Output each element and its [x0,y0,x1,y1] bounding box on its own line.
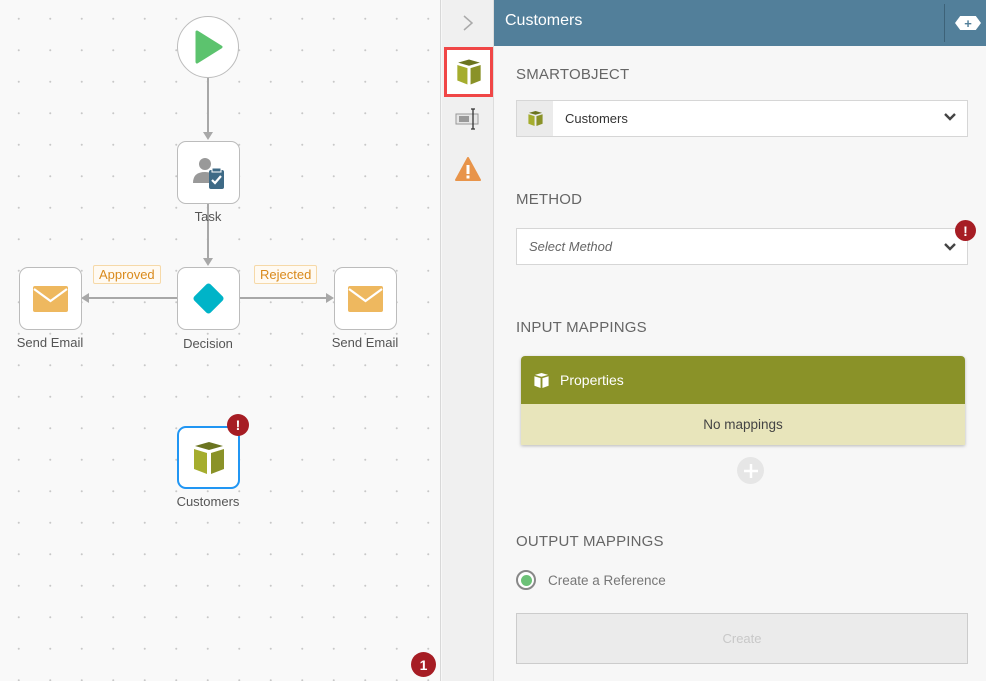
connector [207,78,209,134]
warning-icon [455,157,481,181]
method-label: METHOD [516,191,583,208]
smartobject-icon [534,372,549,388]
diamond-icon [192,282,225,315]
method-dropdown[interactable]: Select Method [516,228,968,265]
decision-label: Decision [183,336,233,351]
start-node[interactable] [177,16,239,78]
plus-icon [743,463,758,478]
smartobject-icon [527,110,543,127]
properties-panel: Customers + SMARTOBJECT Customers METHOD… [494,0,986,681]
decision-node[interactable] [177,267,240,330]
radio-selected[interactable] [516,570,536,590]
no-mappings-text: No mappings [521,404,965,445]
divider [944,4,945,42]
workflow-canvas[interactable]: Task Decision Send Email Send Email Appr… [0,0,441,681]
connector-approved[interactable] [88,297,177,299]
smartobject-icon [193,441,224,474]
smartobject-icon [456,59,481,85]
rejected-tag[interactable]: Rejected [254,265,318,284]
error-count-badge[interactable]: 1 [411,652,436,677]
chevron-right-icon [463,15,474,31]
create-button[interactable]: Create [516,613,968,664]
text-field-icon [455,108,479,130]
create-reference-radio[interactable]: Create a Reference [516,570,666,590]
output-mappings-label: OUTPUT MAPPINGS [516,533,664,550]
send-email-label-right: Send Email [331,335,399,350]
send-email-node-right[interactable] [334,267,397,330]
method-placeholder: Select Method [529,239,613,254]
play-icon [195,30,223,64]
properties-card-header[interactable]: Properties [521,356,965,404]
expand-button[interactable]: + [955,16,981,30]
smartobject-value: Customers [565,111,628,126]
collapse-panel-button[interactable] [445,0,491,46]
arrow-head [326,293,334,303]
customers-label: Customers [176,494,240,509]
connector-rejected[interactable] [240,297,327,299]
create-reference-label: Create a Reference [548,572,666,588]
input-mappings-label: INPUT MAPPINGS [516,319,647,336]
send-email-node-left[interactable] [19,267,82,330]
properties-card-title: Properties [560,372,624,388]
connector [207,204,209,260]
task-label: Task [194,209,222,224]
customers-node[interactable] [177,426,240,489]
send-email-label-left: Send Email [16,335,84,350]
plus-icon: + [964,15,972,31]
add-mapping-button[interactable] [737,457,764,484]
tab-smartobject[interactable] [444,47,493,97]
task-node[interactable] [177,141,240,204]
panel-icon-rail [442,0,494,681]
tab-properties[interactable] [445,96,491,142]
envelope-icon [33,285,68,312]
panel-title: Customers [505,12,583,29]
arrow-head [203,132,213,145]
smartobject-dropdown[interactable]: Customers [516,100,968,137]
node-error-badge[interactable]: ! [227,414,249,436]
smartobject-icon-box [517,101,553,136]
user-task-icon [192,157,224,189]
approved-tag[interactable]: Approved [93,265,161,284]
tab-warnings[interactable] [445,146,491,192]
arrow-head [81,293,89,303]
arrow-head [203,258,213,271]
panel-header: Customers + [494,0,986,46]
smartobject-label: SMARTOBJECT [516,66,630,83]
method-error-badge[interactable]: ! [955,220,976,241]
chevron-down-icon [944,113,956,121]
chevron-down-icon [944,243,956,251]
properties-card: Properties No mappings [521,356,965,445]
envelope-icon [348,285,383,312]
